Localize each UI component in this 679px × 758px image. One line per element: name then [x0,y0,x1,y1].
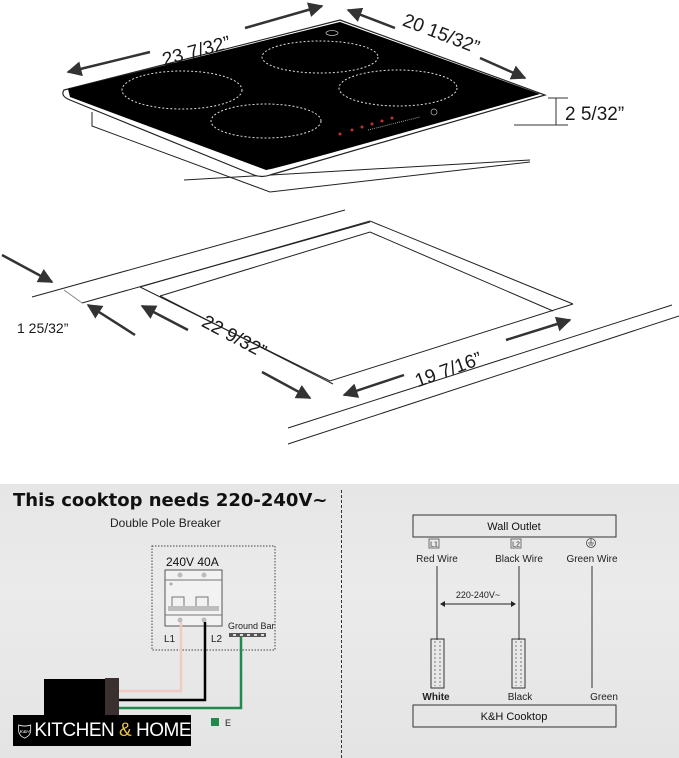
wiring-svg: 240V 40A L1 L2 Ground Bar E Wall Outlet … [44,514,618,728]
burner-rear-left [121,70,243,110]
cooktop-box [412,704,617,728]
edge-offset-arrows [1,253,136,337]
cooktop-white-label: White [422,692,450,703]
breaker-rating-label: 240V 40A [166,555,219,569]
outlet-l2-label: L2 [512,542,520,549]
black-wire-label: Black Wire [495,554,543,565]
cutout-depth-arrow [342,316,572,398]
voltage-label: 220-240V~ [456,590,500,600]
breaker-type-subheading: Double Pole Breaker [110,516,221,530]
supply-wires [118,622,243,710]
cooktop-junction [44,679,106,717]
cutout-width-arrow [140,304,312,400]
cooktop-glass [62,19,547,178]
svg-text:K&H: K&H [20,729,31,735]
cooktop-base [91,112,531,193]
terminal-l2-label: L2 [211,634,223,645]
edge-offset-label: 1 25/32” [17,320,69,336]
width-dimension-arrow [66,2,324,77]
shield-monogram-icon: K&H [18,723,32,739]
l2-wire [118,622,207,702]
cutout-width-label: 22 9/32” [198,312,269,363]
burner-front-left [210,103,322,139]
depth-dimension-arrow [346,7,527,80]
installation-dimensions-drawing: 23 7/32” 20 15/32” 2 5/32” [1,2,679,445]
voltage-requirement-heading: This cooktop needs 220-240V~ [13,490,328,511]
countertop-outline [31,209,679,445]
terminal-l1-label: L1 [164,634,176,645]
cutout-depth-label: 19 7/16” [412,349,485,393]
wall-outlet-label: Wall Outlet [487,521,540,533]
terminal-block [105,678,119,716]
logo-wordmark: KITCHEN & HOME [34,719,191,741]
cooktop-logo-mark [325,30,339,36]
cooktop-green-label: Green [590,692,618,703]
wall-outlet-box [412,514,617,538]
green-wire-label: Green Wire [566,554,618,565]
breaker-enclosure: 240V 40A L1 L2 Ground Bar [151,545,276,651]
red-wire-label: Red Wire [416,554,458,565]
cooktop-height-label: 2 5/32” [565,104,624,125]
kitchen-and-home-logo: K&H KITCHEN & HOME [13,715,192,746]
height-dimension-bracket [514,97,568,126]
dimensions-svg: 23 7/32” 20 15/32” 2 5/32” [1,2,679,445]
earth-legend-label: E [225,718,231,728]
l1-wire [118,622,183,693]
white-wire-connector [430,638,445,689]
touch-controls [338,108,438,136]
cooktop-box-label: K&H Cooktop [481,711,548,723]
burner-front-right [338,69,458,107]
wiring-schematic: Wall Outlet L1 L2 Red Wire Black Wire Gr… [412,514,618,728]
ground-symbol-icon [586,538,596,548]
voltage-double-arrow [440,601,516,607]
black-wire-connector [511,638,526,689]
section-divider [341,490,342,758]
ground-wire [118,637,243,710]
cooktop-black-label: Black [508,692,533,703]
ground-bar-label: Ground Bar [228,621,275,631]
double-pole-breaker [164,569,223,627]
earth-legend-swatch [211,718,219,726]
outlet-l1-label: L1 [430,542,438,549]
burner-rear-right [261,40,379,74]
